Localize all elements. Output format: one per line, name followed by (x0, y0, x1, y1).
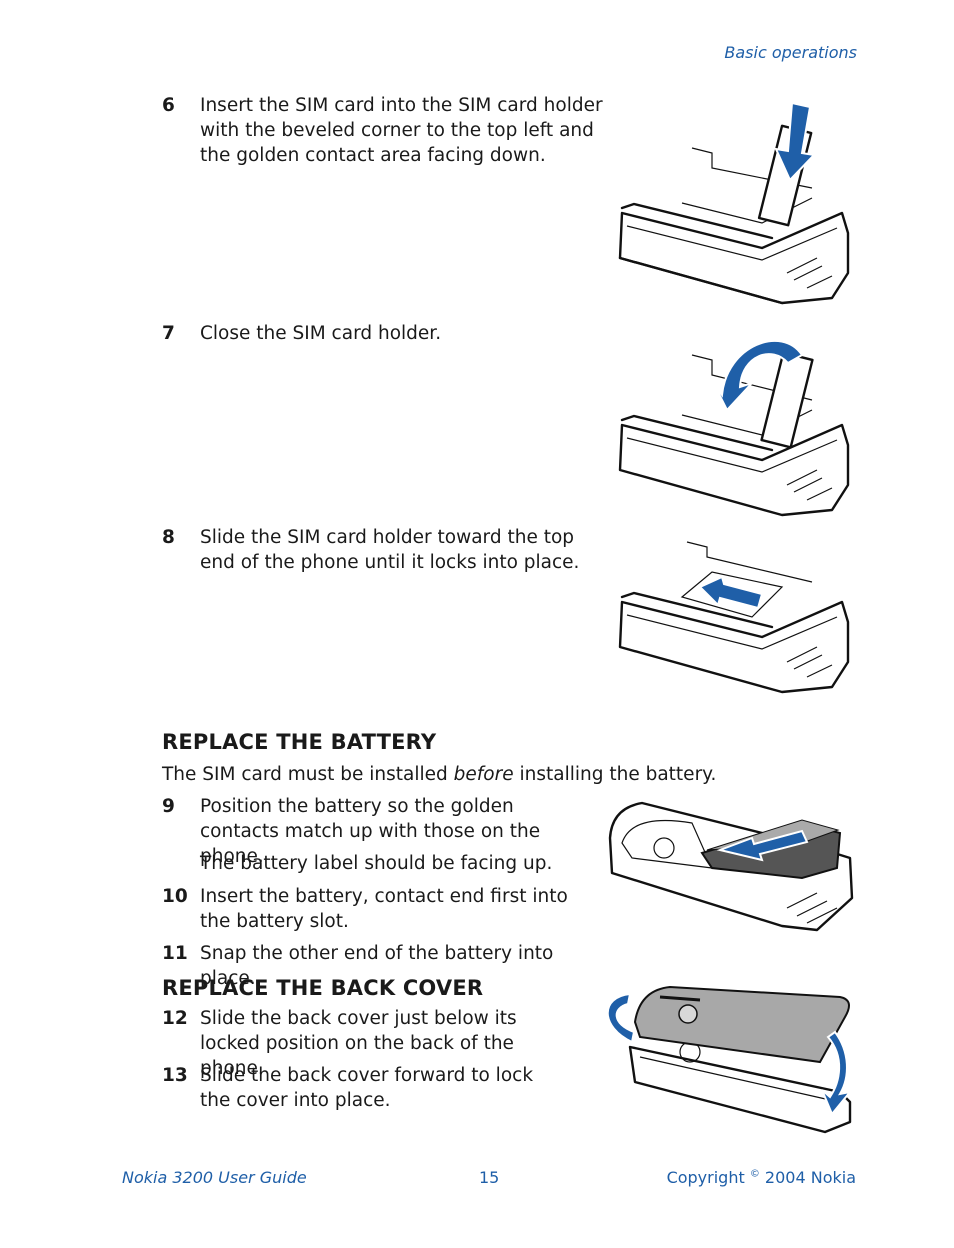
step-text: Slide the SIM card holder toward the top… (200, 527, 580, 573)
step-12: 12 Slide the back cover just below its l… (162, 1006, 562, 1081)
left-arrow-icon (716, 829, 809, 862)
curved-arrow-icon (711, 339, 804, 412)
step-9: 9 Position the battery so the golden con… (162, 794, 582, 869)
step-number: 7 (162, 323, 175, 344)
step-13: 13 Slide the back cover forward to lock … (162, 1063, 562, 1113)
step-number: 9 (162, 796, 175, 817)
step-7: 7 Close the SIM card holder. (162, 321, 607, 346)
step-text: Insert the battery, contact end first in… (200, 886, 568, 932)
step-number: 11 (162, 943, 188, 964)
down-arrow-icon (774, 101, 817, 182)
step-number: 12 (162, 1008, 188, 1029)
step-number: 8 (162, 527, 175, 548)
step-text: Slide the back cover just below its lock… (200, 1008, 517, 1079)
step-text: Snap the other end of the battery into p… (200, 943, 554, 989)
curved-arrow-icon (821, 1030, 853, 1116)
sim-slide-illustration (618, 541, 850, 694)
curved-arrow-icon (606, 992, 636, 1044)
battery-insert-illustration (608, 801, 854, 932)
step-6: 6 Insert the SIM card into the SIM card … (162, 93, 607, 168)
battery-note: The battery label should be facing up. (200, 853, 553, 874)
page-number: 15 (479, 1168, 500, 1187)
step-text: Position the battery so the golden conta… (200, 796, 541, 867)
battery-heading: REPLACE THE BATTERY (162, 730, 437, 754)
step-text: Insert the SIM card into the SIM card ho… (200, 95, 603, 166)
step-number: 6 (162, 95, 175, 116)
step-8: 8 Slide the SIM card holder toward the t… (162, 525, 607, 575)
step-text: Close the SIM card holder. (200, 323, 442, 344)
step-text: Slide the back cover forward to lock the… (200, 1065, 534, 1111)
battery-intro: The SIM card must be installed before in… (162, 764, 717, 785)
footer-copyright: Copyright © 2004 Nokia (666, 1168, 856, 1187)
step-number: 13 (162, 1065, 188, 1086)
left-arrow-icon (698, 575, 764, 610)
back-cover-illustration (606, 985, 853, 1134)
sim-insert-illustration (618, 101, 850, 305)
sim-close-illustration (618, 339, 850, 517)
step-number: 10 (162, 886, 188, 907)
back-cover-heading: REPLACE THE BACK COVER (162, 976, 484, 1000)
footer-guide-title: Nokia 3200 User Guide (122, 1168, 307, 1187)
section-title: Basic operations (724, 43, 857, 62)
step-10: 10 Insert the battery, contact end first… (162, 884, 582, 934)
step-11: 11 Snap the other end of the battery int… (162, 941, 602, 991)
